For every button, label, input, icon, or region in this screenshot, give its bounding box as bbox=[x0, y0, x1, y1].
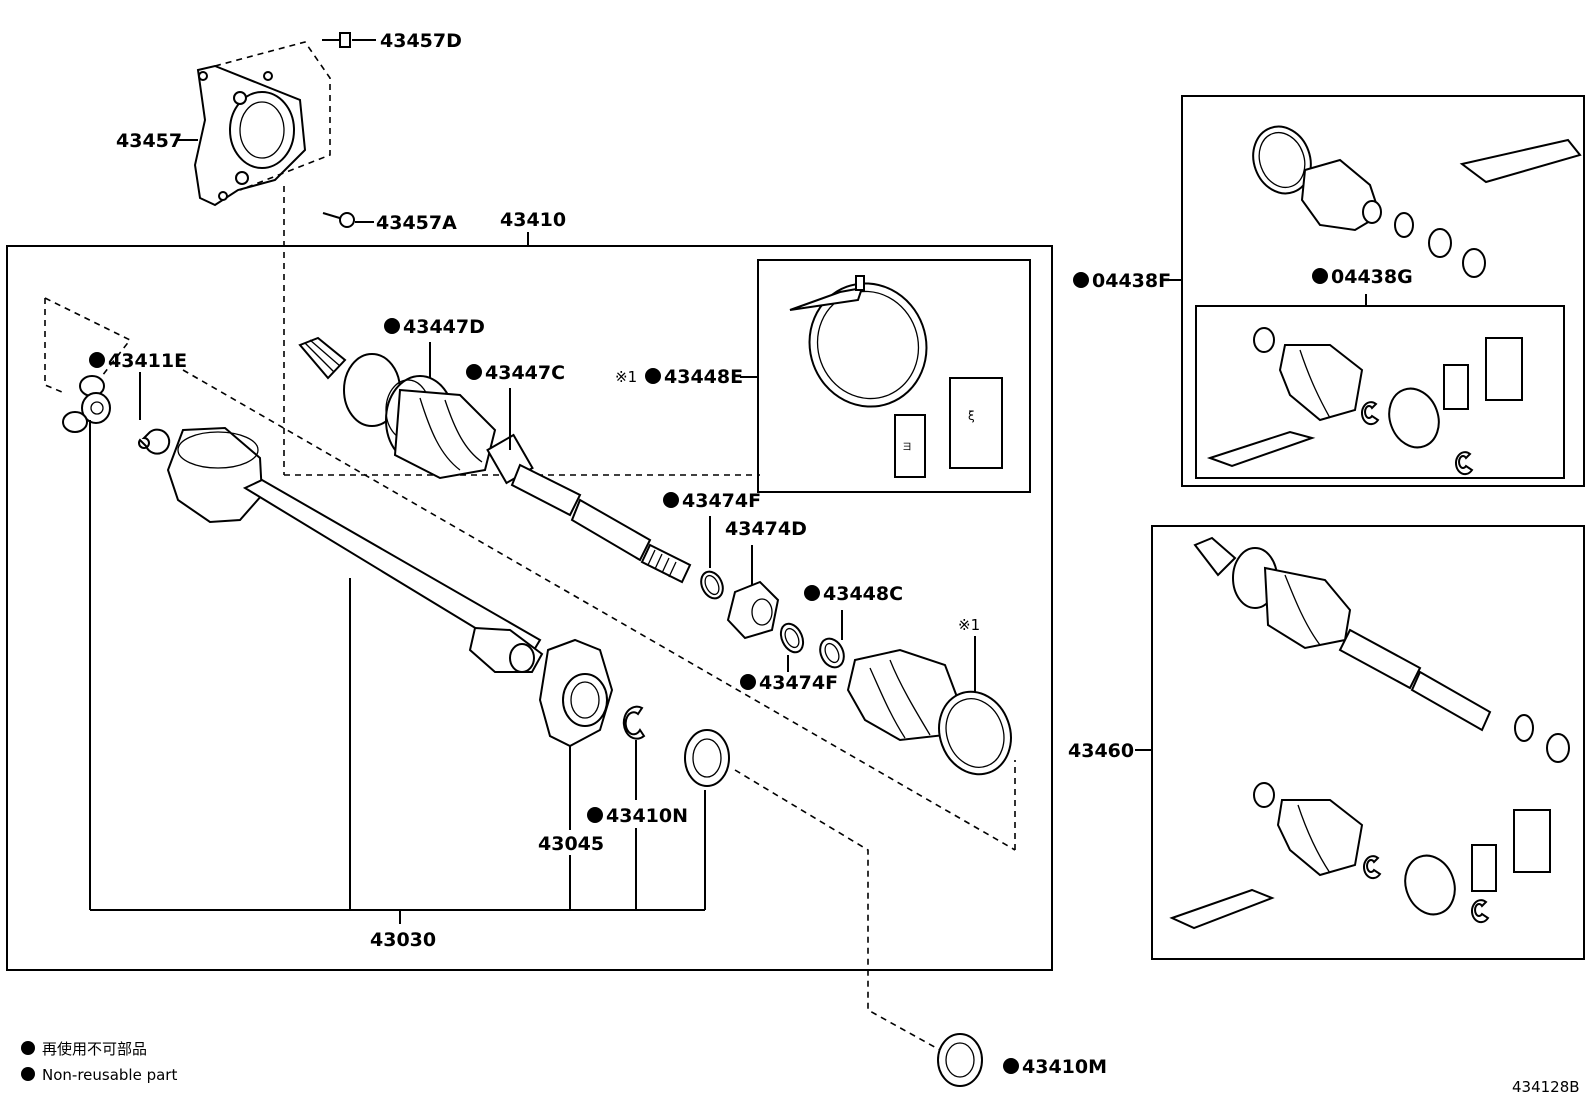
note-43448E: ※1 bbox=[615, 368, 637, 386]
legend-jp: 再使用不可部品 bbox=[42, 1040, 147, 1058]
label-43410N: 43410N bbox=[606, 805, 688, 827]
outboard-boot-kit bbox=[1252, 125, 1582, 278]
label-43410: 43410 bbox=[500, 209, 566, 231]
bearing-bracket-43457 bbox=[193, 64, 307, 207]
diagram-id: 434128B bbox=[1512, 1078, 1580, 1096]
center-bearing-43045 bbox=[538, 638, 614, 748]
note-1: ※1 bbox=[958, 616, 980, 634]
oil-seal-43410M bbox=[937, 1033, 983, 1087]
label-43474F-top: 43474F bbox=[682, 490, 761, 512]
legend-en: Non-reusable part bbox=[42, 1066, 177, 1084]
label-43410M: 43410M bbox=[1022, 1056, 1107, 1078]
bolt-43457D bbox=[322, 32, 351, 48]
label-43045: 43045 bbox=[538, 833, 604, 855]
outboard-shaft-assembly bbox=[298, 336, 692, 584]
boot-kit-43460 bbox=[1169, 782, 1551, 930]
label-43474D: 43474D bbox=[725, 518, 807, 540]
label-43447C: 43447C bbox=[485, 362, 565, 384]
label-43457D: 43457D bbox=[380, 30, 462, 52]
boot-kit-box-04438G bbox=[1195, 305, 1565, 479]
damper-43474D bbox=[726, 580, 780, 640]
drive-shaft-43460 bbox=[1193, 536, 1570, 763]
label-43030: 43030 bbox=[370, 929, 436, 951]
clamp-43474F bbox=[700, 570, 724, 600]
oil-seal bbox=[684, 729, 730, 787]
label-43460: 43460 bbox=[1068, 740, 1134, 762]
clamp-43448C bbox=[819, 637, 845, 669]
boot-kit-box-04438F bbox=[1181, 95, 1585, 487]
clamp-band bbox=[789, 275, 928, 408]
snap-ring-43410N bbox=[622, 705, 646, 740]
label-43457A: 43457A bbox=[376, 212, 457, 234]
label-43447D: 43447D bbox=[403, 316, 485, 338]
bolt-43457A bbox=[322, 212, 355, 228]
label-04438F: 04438F bbox=[1092, 270, 1171, 292]
svg-text:ξ: ξ bbox=[968, 409, 975, 423]
label-43411E: 43411E bbox=[108, 350, 187, 372]
inboard-boot bbox=[846, 648, 1012, 776]
label-43474F-bottom: 43474F bbox=[759, 672, 838, 694]
main-assembly-box bbox=[6, 245, 1053, 971]
shaft-assembly-box-43460 bbox=[1151, 525, 1585, 960]
inboard-shaft-43030 bbox=[166, 426, 544, 673]
snap-ring bbox=[138, 428, 171, 455]
label-43448C: 43448C bbox=[823, 583, 903, 605]
clamp-43474F-b bbox=[779, 622, 805, 654]
tripod-joint-43411E bbox=[62, 375, 111, 433]
inboard-boot-kit bbox=[1206, 327, 1523, 476]
label-43457: 43457 bbox=[116, 130, 182, 152]
grease-packets: ヨ ξ bbox=[894, 377, 1003, 478]
label-43448E: 43448E bbox=[664, 366, 743, 388]
label-04438G: 04438G bbox=[1331, 266, 1413, 288]
non-reusable-mark bbox=[89, 352, 105, 368]
svg-text:ヨ: ヨ bbox=[902, 442, 912, 453]
